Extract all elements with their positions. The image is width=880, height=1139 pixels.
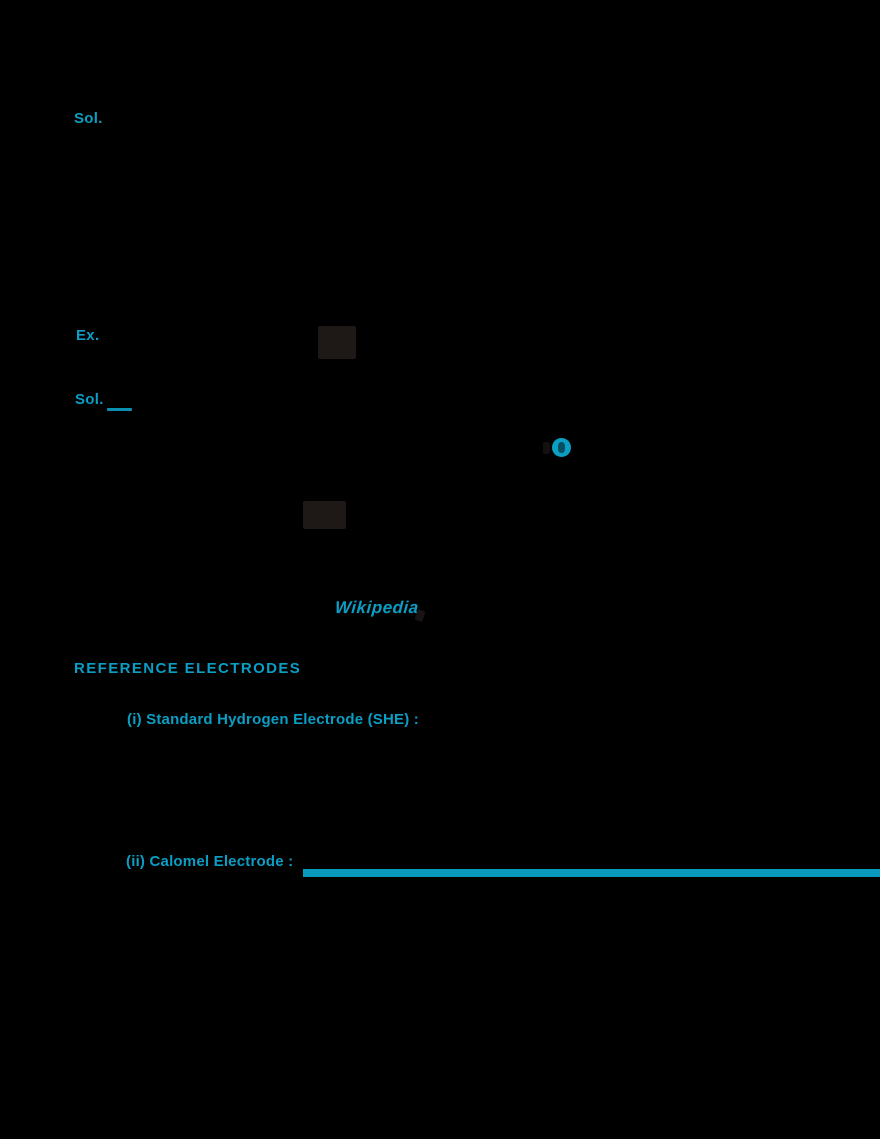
ink-smudge (543, 442, 550, 454)
circle-marker-icon (552, 438, 571, 457)
handwritten-word: Wikipedia (334, 598, 420, 617)
solution-underline (107, 408, 132, 411)
circle-marker-inner (558, 442, 565, 453)
solution-label: Sol. (74, 110, 103, 127)
solution-label: Sol. (75, 391, 104, 408)
highlight-rule-line (303, 869, 880, 877)
section-item-calomel: (ii) Calomel Electrode : (126, 853, 294, 870)
section-item-she: (i) Standard Hydrogen Electrode (SHE) : (127, 711, 419, 728)
section-heading: REFERENCE ELECTRODES (74, 660, 302, 677)
formula-image-block (303, 501, 346, 529)
formula-image-block (318, 326, 356, 359)
ink-smudge (414, 609, 426, 622)
example-label: Ex. (76, 327, 100, 344)
